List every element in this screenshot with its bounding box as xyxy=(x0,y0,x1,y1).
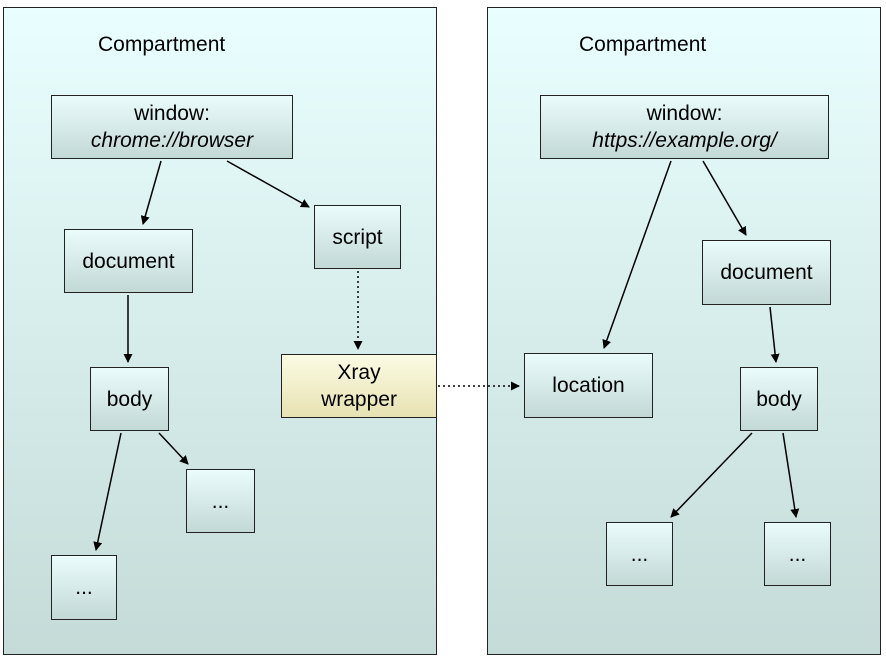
left-body-label: body xyxy=(106,387,153,411)
left-document-node: document xyxy=(64,229,193,293)
right-body-node: body xyxy=(740,367,818,431)
right-window-label: window: xyxy=(646,102,723,125)
left-window-label: window: xyxy=(134,102,210,125)
right-document-node: document xyxy=(702,240,831,305)
right-body-label: body xyxy=(756,387,802,411)
left-ellipsis-node-a: ... xyxy=(186,469,255,533)
left-body-node: body xyxy=(90,367,169,431)
left-compartment-title: Compartment xyxy=(98,33,226,56)
script-node: script xyxy=(314,205,401,269)
location-node: location xyxy=(524,353,653,418)
right-ellipsis-node-a: ... xyxy=(606,522,673,586)
xray-wrapper-node: Xray wrapper xyxy=(281,354,437,418)
script-label: script xyxy=(332,225,383,249)
xray-label-line1: Xray xyxy=(337,361,381,384)
right-document-label: document xyxy=(720,261,813,284)
left-document-label: document xyxy=(82,249,175,273)
right-ellipsis-label-a: ... xyxy=(630,542,649,566)
left-window-node: window: chrome://browser xyxy=(51,95,293,159)
left-ellipsis-label-a: ... xyxy=(211,489,230,513)
left-ellipsis-label-b: ... xyxy=(75,576,93,599)
left-ellipsis-node-b: ... xyxy=(51,555,117,620)
right-window-url: https://example.org/ xyxy=(592,129,777,152)
right-ellipsis-node-b: ... xyxy=(764,522,831,586)
right-ellipsis-label-b: ... xyxy=(788,542,807,566)
xray-label-line2: wrapper xyxy=(321,388,397,411)
right-window-node: window: https://example.org/ xyxy=(540,95,829,159)
left-window-url: chrome://browser xyxy=(90,129,254,152)
right-compartment-title: Compartment xyxy=(579,33,707,56)
location-label: location xyxy=(552,374,625,397)
